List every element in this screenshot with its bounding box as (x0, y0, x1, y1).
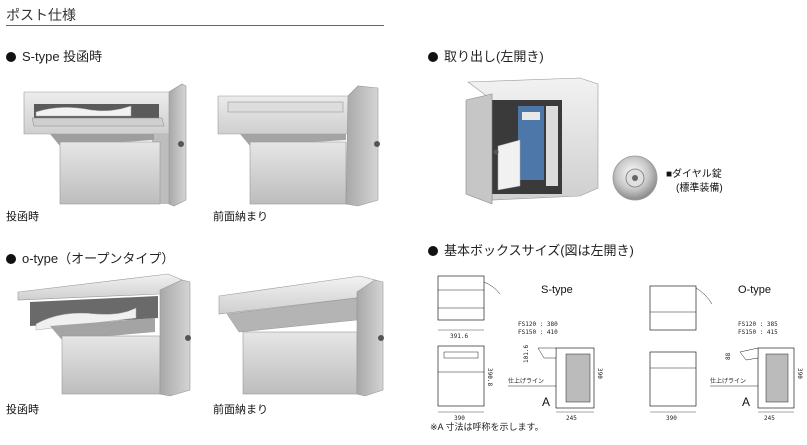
dim-front: 390.8 (486, 368, 493, 386)
dim-depth: 245 (764, 415, 775, 422)
letter-a: A (542, 395, 550, 409)
dim-left: 101.6 (523, 345, 530, 363)
caption-s-open: 投函時 (6, 211, 39, 223)
dim-depth: 245 (566, 415, 577, 422)
footnote: ※A 寸法は呼称を示します。 (430, 422, 544, 432)
dial-caption-line2: (標準装備) (676, 183, 723, 194)
photo-s-type-closed (217, 85, 380, 207)
drawing-s-type: 391.6 390.8 390 FS120 : 380 FS150 : 410 … (437, 275, 603, 422)
dim-height: 390 (596, 368, 603, 379)
bullet-icon (6, 254, 16, 264)
section-s-type: S-type 投函時 (6, 46, 102, 65)
finish-line: 仕上げライン (508, 377, 544, 385)
label-o-type: O-type (738, 284, 772, 296)
caption-o-open: 投函時 (6, 404, 39, 416)
dim-height: 390 (796, 368, 803, 379)
fs-2: FS150 : 415 (738, 329, 778, 336)
drawing-o-type: 390 FS120 : 385 FS150 : 415 仕上げライン 88 39… (649, 285, 803, 422)
fs-1: FS120 : 385 (738, 321, 778, 328)
title-divider (6, 25, 384, 26)
caption-s-closed: 前面納まり (213, 211, 268, 223)
photo-o-type-open (17, 273, 191, 397)
section-o-type-label: o-type（オープンタイプ） (22, 251, 175, 266)
section-takeout: 取り出し(左開き) (428, 46, 544, 65)
label-s-type: S-type (541, 284, 573, 296)
section-basic-box: 基本ボックスサイズ(図は左開き) (428, 240, 634, 259)
section-takeout-label: 取り出し(左開き) (444, 49, 544, 64)
section-basic-box-label: 基本ボックスサイズ(図は左開き) (444, 243, 634, 258)
fs-2: FS150 : 410 (518, 329, 558, 336)
dim-left: 88 (725, 352, 732, 360)
letter-a: A (742, 395, 750, 409)
photo-o-type-closed (218, 275, 384, 397)
dim-top: 391.6 (450, 333, 468, 340)
dim-width: 390 (666, 415, 677, 422)
finish-line: 仕上げライン (710, 377, 746, 385)
photo-s-type-open (23, 83, 187, 207)
bullet-icon (6, 52, 16, 62)
photo-takeout (465, 77, 599, 205)
caption-o-closed: 前面納まり (213, 404, 268, 416)
section-o-type: o-type（オープンタイプ） (6, 248, 174, 267)
fs-1: FS120 : 380 (518, 321, 558, 328)
section-s-type-label: S-type 投函時 (22, 49, 103, 64)
page-title: ポスト仕様 (6, 7, 76, 23)
bullet-icon (428, 52, 438, 62)
dial-caption: ■ダイヤル錠 (標準装備) (666, 168, 723, 196)
dial-lock-icon (612, 155, 658, 201)
bullet-icon (428, 246, 438, 256)
dial-caption-line1: ■ダイヤル錠 (666, 169, 722, 180)
dim-width: 390 (454, 415, 465, 422)
